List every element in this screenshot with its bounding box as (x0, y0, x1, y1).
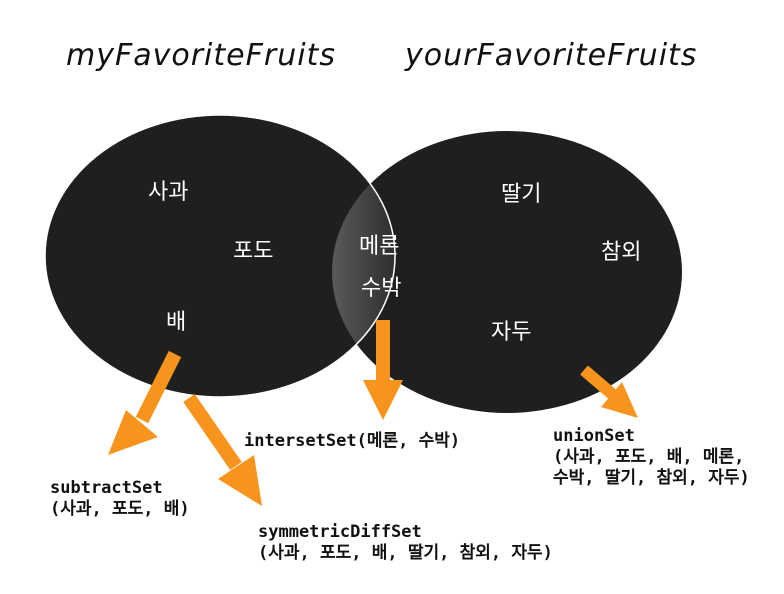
fruit-strawberry: 딸기 (501, 182, 542, 207)
fruit-watermelon: 수박 (361, 276, 402, 301)
subtract-set-values: (사과, 포도, 배) (50, 499, 190, 519)
fruit-plum: 자두 (491, 320, 532, 345)
intersect-set-label: intersetSet(메론, 수박) (244, 431, 461, 451)
arrow-to-subtract (108, 350, 182, 455)
arrow-to-intersect (363, 320, 403, 420)
union-set-name: unionSet (553, 426, 635, 446)
symmetric-diff-set-values: (사과, 포도, 배, 딸기, 참외, 자두) (258, 543, 553, 563)
right-set-circle (332, 131, 682, 413)
arrow-to-union (580, 365, 638, 418)
left-set-circle (45, 115, 395, 397)
symmetric-diff-set-name: symmetricDiffSet (258, 522, 422, 542)
left-set-outline (44, 114, 396, 398)
subtract-set-name: subtractSet (50, 478, 163, 498)
union-set-label: unionSet (사과, 포도, 배, 메론, 수박, 딸기, 참외, 자두) (553, 426, 750, 489)
subtract-set-label: subtractSet (사과, 포도, 배) (50, 478, 190, 520)
left-set-title: myFavoriteFruits (66, 38, 336, 73)
union-set-values-line2: 수박, 딸기, 참외, 자두) (553, 468, 750, 488)
arrow-to-symmetric (183, 394, 262, 506)
fruit-apple: 사과 (148, 180, 189, 205)
fruit-grape: 포도 (233, 239, 274, 264)
right-set-title: yourFavoriteFruits (405, 38, 698, 73)
fruit-melon: 메론 (359, 234, 400, 259)
symmetric-diff-set-label: symmetricDiffSet (사과, 포도, 배, 딸기, 참외, 자두) (258, 522, 553, 564)
fruit-pear: 배 (166, 310, 187, 335)
fruit-korean-melon: 참외 (601, 240, 642, 265)
union-set-values-line1: (사과, 포도, 배, 메론, (553, 447, 745, 467)
